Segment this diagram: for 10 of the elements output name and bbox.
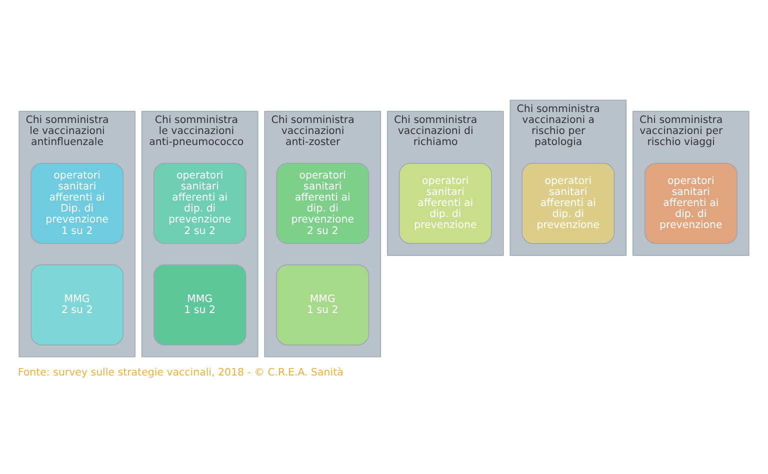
node-box: operatori sanitari afferenti ai dip. di prevenzione (398, 162, 492, 244)
caption: Fonte: survey sulle strategie vaccinali, 2018 - © C.R.E.A. Sanità (18, 366, 344, 378)
node-box: MMG 1 su 2 (153, 264, 246, 345)
node-box: operatori sanitari afferenti ai dip. di prevenzione 2 su 2 (276, 162, 370, 244)
node-box: MMG 2 su 2 (30, 264, 124, 345)
node-box: operatori sanitari afferenti ai dip. di prevenzione (644, 162, 738, 244)
node-box: MMG 1 su 2 (276, 264, 370, 345)
node-box: operatori sanitari afferenti ai dip. di prevenzione (522, 162, 615, 244)
node-box: operatori sanitari afferenti ai Dip. di prevenzione 1 su 2 (30, 162, 124, 244)
node-box: operatori sanitari afferenti ai dip. di prevenzione 2 su 2 (153, 162, 246, 244)
